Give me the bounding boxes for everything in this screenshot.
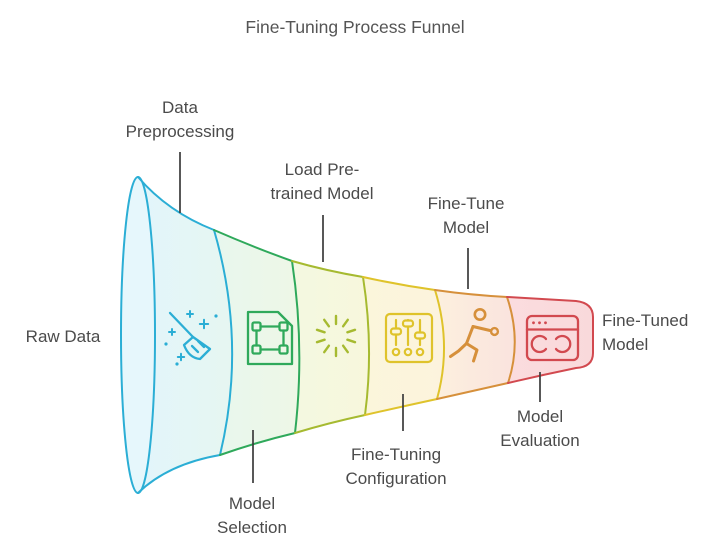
label-model-selection: Model Selection <box>217 494 287 537</box>
document-selection-icon <box>246 310 294 366</box>
evaluation-window-icon <box>525 314 580 362</box>
stage-segment-configuration <box>363 277 445 415</box>
label-fine-tune-model: Fine-Tune Model <box>427 194 505 237</box>
stage-segment-evaluation <box>507 297 593 383</box>
training-person-icon <box>449 307 500 363</box>
stage-segment-finetune <box>435 290 515 399</box>
label-fine-tuning-configuration: Fine-Tuning Configuration <box>345 445 447 488</box>
diagram-title: Fine-Tuning Process Funnel <box>245 17 465 37</box>
label-raw-data: Raw Data <box>25 327 101 346</box>
spinner-icon <box>315 314 357 358</box>
label-load-pretrained-model: Load Pre-trained Model <box>270 160 374 203</box>
funnel-body <box>121 177 593 493</box>
label-model-evaluation: Model Evaluation <box>500 407 580 450</box>
broom-icon <box>164 310 218 366</box>
label-fine-tuned-model: Fine-Tuned Model <box>602 311 689 354</box>
stage-segment-preprocessing <box>138 177 233 493</box>
sliders-icon <box>384 312 434 364</box>
connector-lines <box>179 152 541 483</box>
label-data-preprocessing: Data Preprocessing <box>125 98 235 141</box>
funnel-outlines <box>120 176 594 494</box>
stage-segment-load <box>292 261 370 433</box>
funnel-mouth <box>121 177 155 493</box>
